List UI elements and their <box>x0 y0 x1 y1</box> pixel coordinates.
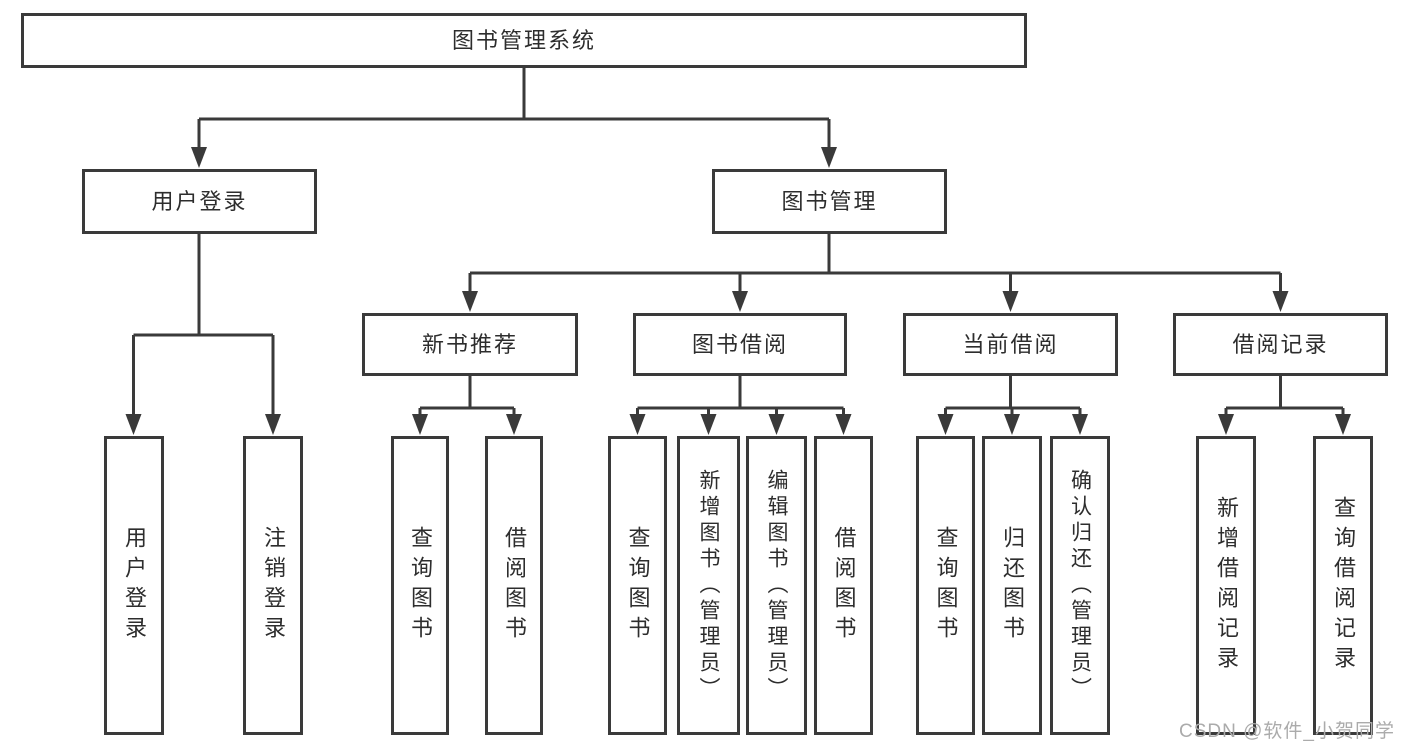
leaf-add-book-admin-label: 新增图书（管理员） <box>697 468 720 703</box>
leaf-edit-book-admin-label: 编辑图书（管理员） <box>765 468 788 703</box>
node-user-login: 用户登录 <box>82 169 317 234</box>
leaf-user-login: 用户登录 <box>104 436 164 735</box>
node-borrowing-records: 借阅记录 <box>1173 313 1388 376</box>
node-book-borrowing: 图书借阅 <box>633 313 847 376</box>
node-new-book-recommendation-label: 新书推荐 <box>421 331 518 357</box>
watermark: CSDN @软件_小贺同学 <box>1179 721 1395 742</box>
node-book-management: 图书管理 <box>712 169 947 234</box>
leaf-borrow-books-borrowing-label: 借阅图书 <box>831 525 857 646</box>
leaf-return-books-label: 归还图书 <box>1000 525 1025 646</box>
leaf-confirm-return-admin-label: 确认归还（管理员） <box>1068 468 1092 703</box>
leaf-borrow-books-recommend: 借阅图书 <box>485 436 543 735</box>
leaf-query-borrow-record-label: 查询借阅记录 <box>1331 495 1356 676</box>
leaf-edit-book-admin: 编辑图书（管理员） <box>746 436 807 735</box>
leaf-logout-label: 注销登录 <box>261 525 286 646</box>
node-current-borrowing: 当前借阅 <box>903 313 1118 376</box>
node-current-borrowing-label: 当前借阅 <box>962 331 1059 357</box>
leaf-query-books-current-label: 查询图书 <box>933 525 959 646</box>
leaf-logout: 注销登录 <box>243 436 303 735</box>
node-book-borrowing-label: 图书借阅 <box>691 331 788 357</box>
node-borrowing-records-label: 借阅记录 <box>1232 331 1329 357</box>
leaf-borrow-books-borrowing: 借阅图书 <box>814 436 873 735</box>
leaf-add-borrow-record-label: 新增借阅记录 <box>1214 495 1239 676</box>
node-library-system: 图书管理系统 <box>21 13 1027 68</box>
leaf-query-books-current: 查询图书 <box>916 436 975 735</box>
node-book-management-label: 图书管理 <box>781 188 878 214</box>
node-user-login-label: 用户登录 <box>151 188 248 214</box>
leaf-borrow-books-recommend-label: 借阅图书 <box>502 525 527 646</box>
leaf-query-books-recommend: 查询图书 <box>391 436 449 735</box>
node-new-book-recommendation: 新书推荐 <box>362 313 578 376</box>
leaf-add-borrow-record: 新增借阅记录 <box>1196 436 1256 735</box>
leaf-return-books: 归还图书 <box>982 436 1042 735</box>
leaf-add-book-admin: 新增图书（管理员） <box>677 436 740 735</box>
node-library-system-label: 图书管理系统 <box>451 27 596 53</box>
leaf-user-login-label: 用户登录 <box>122 525 147 646</box>
leaf-query-books-borrowing: 查询图书 <box>608 436 667 735</box>
leaf-query-borrow-record: 查询借阅记录 <box>1313 436 1373 735</box>
leaf-query-books-recommend-label: 查询图书 <box>408 525 433 646</box>
leaf-query-books-borrowing-label: 查询图书 <box>625 525 651 646</box>
leaf-confirm-return-admin: 确认归还（管理员） <box>1050 436 1110 735</box>
